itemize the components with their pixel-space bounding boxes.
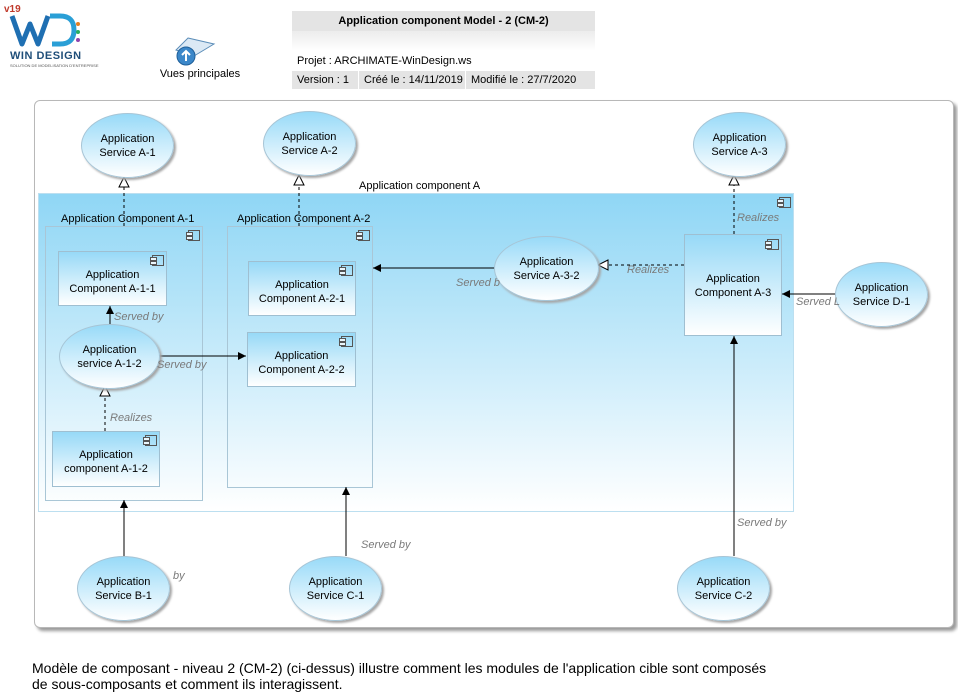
brand-tagline: SOLUTION DE MODELISATION D'ENTREPRISE (10, 63, 99, 68)
service-c-1[interactable]: Application Service C-1 (289, 556, 382, 621)
header-spacer (292, 31, 595, 51)
service-d-1-label: Application Service D-1 (852, 281, 911, 308)
windesign-logo: v19 WIN DESIGN SOLUTION DE MODELISATION … (4, 4, 98, 68)
component-icon (777, 197, 791, 208)
main-views-label: Vues principales (159, 68, 241, 80)
realizes-arrowhead (728, 173, 740, 186)
component-a-1-2[interactable]: Application component A-1-2 (52, 431, 160, 487)
component-a-2[interactable] (227, 226, 373, 488)
component-a-2-label: Application Component A-2 (237, 213, 371, 225)
component-a-1-label: Application Component A-1 (61, 213, 195, 225)
component-icon (186, 230, 200, 241)
service-c-1-label: Application Service C-1 (306, 575, 365, 602)
service-a-3-2-label: Application Service A-3-2 (513, 255, 580, 282)
component-a-3[interactable]: Application Component A-3 (684, 234, 782, 336)
service-d-1[interactable]: Application Service D-1 (835, 262, 928, 327)
component-a-3-label: Application Component A-3 (694, 273, 772, 299)
realizes-label: Realizes (627, 264, 670, 276)
service-b-1-label: Application Service B-1 (95, 575, 152, 602)
service-a-3-2[interactable]: Application Service A-3-2 (494, 236, 599, 301)
modified-field: Modifié le : 27/7/2020 (465, 71, 595, 89)
served-by-label: Served by (114, 311, 164, 323)
service-a-2[interactable]: Application Service A-2 (263, 111, 356, 176)
service-b-1[interactable]: Application Service B-1 (77, 556, 170, 621)
served-by-label-truncated: Served b (456, 277, 501, 289)
realizes-arrowhead (118, 175, 130, 188)
served-by-label: Served by (361, 539, 411, 551)
component-icon (356, 230, 370, 241)
component-application-a[interactable] (38, 193, 794, 512)
service-c-2-label: Application Service C-2 (694, 575, 753, 602)
main-views-link[interactable]: Vues principales (150, 36, 250, 86)
component-icon (339, 265, 353, 276)
served-by-label-truncated: by (173, 570, 185, 582)
version-badge: v19 (4, 4, 21, 15)
component-icon (339, 336, 353, 347)
served-by-label: Served by (157, 359, 207, 371)
caption-line-1: Modèle de composant - niveau 2 (CM-2) (c… (32, 660, 767, 676)
component-icon (150, 255, 164, 266)
service-a-1-2-label: Application service A-1-2 (77, 343, 142, 370)
component-a-label: Application component A (359, 180, 481, 192)
diagram-caption: Modèle de composant - niveau 2 (CM-2) (c… (32, 660, 932, 692)
component-a-2-1[interactable]: Application Component A-2-1 (248, 261, 356, 316)
component-a-1-1-label: Application Component A-1-1 (69, 269, 156, 295)
created-field: Créé le : 14/11/2019 (358, 71, 465, 89)
realizes-arrowhead (293, 173, 305, 186)
component-a-2-1-label: Application Component A-2-1 (258, 279, 346, 305)
realizes-label: Realizes (110, 412, 153, 424)
component-a-2-2-label: Application Component A-2-2 (258, 350, 345, 376)
served-by-label: Served by (737, 517, 787, 529)
windesign-logo-mark (9, 13, 80, 47)
service-a-1-2[interactable]: Application service A-1-2 (59, 324, 160, 389)
realizes-arrowhead (596, 259, 609, 271)
component-a-2-2[interactable]: Application Component A-2-2 (247, 332, 356, 387)
component-a-1-2-label: Application component A-1-2 (64, 449, 148, 475)
service-a-3-label: Application Service A-3 (711, 131, 768, 158)
service-a-2-label: Application Service A-2 (281, 130, 338, 157)
component-icon (143, 435, 157, 446)
service-a-3[interactable]: Application Service A-3 (693, 112, 786, 177)
model-header: Application component Model - 2 (CM-2) P… (292, 11, 595, 89)
up-arrow-circle-icon (175, 37, 216, 66)
service-c-2[interactable]: Application Service C-2 (677, 556, 770, 621)
service-a-1[interactable]: Application Service A-1 (81, 113, 174, 178)
project-name: Projet : ARCHIMATE-WinDesign.ws (297, 55, 472, 67)
served-by-label-truncated: Served L (796, 296, 841, 308)
model-title: Application component Model - 2 (CM-2) (292, 11, 595, 31)
caption-line-2: de sous-composants et comment ils intera… (32, 676, 343, 692)
realizes-label: Realizes (737, 212, 780, 224)
realizes-arrowhead (99, 384, 111, 397)
component-a-1-1[interactable]: Application Component A-1-1 (58, 251, 167, 306)
component-icon (765, 239, 779, 250)
brand-name: WIN DESIGN (10, 50, 82, 62)
service-a-1-label: Application Service A-1 (99, 132, 156, 159)
version-field: Version : 1 (292, 71, 358, 89)
